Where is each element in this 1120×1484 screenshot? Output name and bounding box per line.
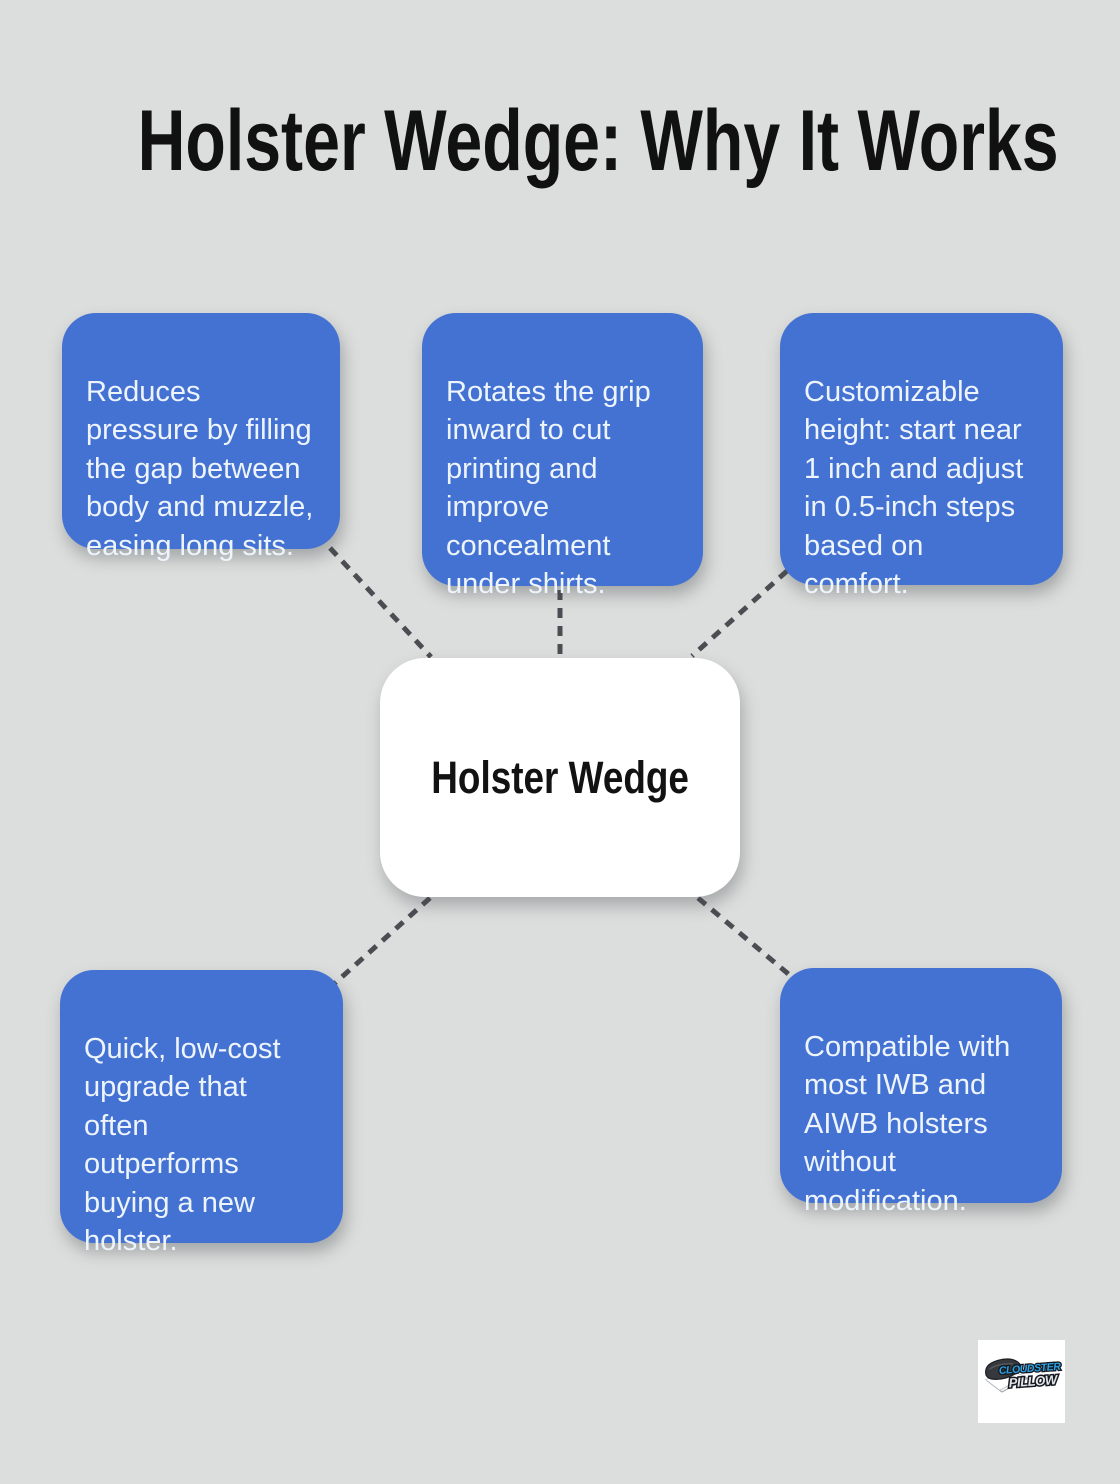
- node-text: Quick, low-cost upgrade that often outpe…: [84, 1032, 281, 1258]
- logo-text-pillow: PILLOW: [1008, 1372, 1059, 1390]
- connector-top-left: [328, 546, 433, 659]
- connector-bottom-left: [332, 896, 432, 986]
- node-quick-upgrade: Quick, low-cost upgrade that often outpe…: [60, 970, 343, 1257]
- node-compatible: Compatible with most IWB and AIWB holste…: [780, 968, 1062, 1217]
- page-title-text: Holster Wedge: Why It Works: [137, 93, 1059, 189]
- connector-bottom-right: [696, 896, 794, 979]
- node-customizable-height: Customizable height: start near 1 inch a…: [780, 313, 1063, 600]
- connector-top-right: [690, 569, 789, 658]
- center-node: Holster Wedge: [380, 658, 740, 897]
- center-node-label: Holster Wedge: [431, 751, 689, 803]
- node-text: Compatible with most IWB and AIWB holste…: [804, 1030, 1011, 1217]
- page-title: Holster Wedge: Why It Works: [0, 98, 1120, 184]
- node-text: Reduces pressure by filling the gap betw…: [86, 375, 314, 562]
- node-text: Customizable height: start near 1 inch a…: [804, 375, 1024, 601]
- node-reduces-pressure: Reduces pressure by filling the gap betw…: [62, 313, 340, 562]
- node-text: Rotates the grip inward to cut printing …: [446, 375, 651, 601]
- pillow-icon: [984, 1358, 1029, 1393]
- logo-text-cloudster: CLOUDSTER: [998, 1361, 1061, 1377]
- brand-logo: CLOUDSTER PILLOW: [978, 1340, 1065, 1423]
- node-rotates-grip: Rotates the grip inward to cut printing …: [422, 313, 703, 600]
